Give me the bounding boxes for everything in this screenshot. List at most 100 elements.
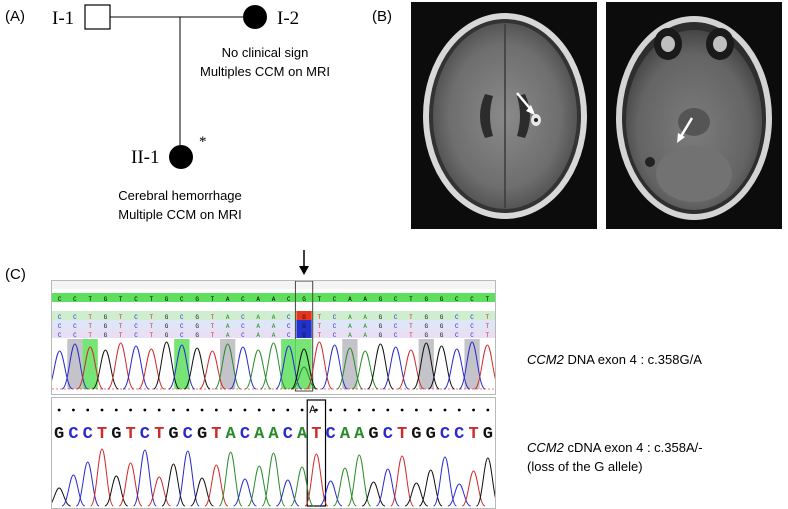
cdna-base-call: A (354, 425, 365, 444)
highlighted-peak-cell (281, 339, 297, 389)
dna-trace-peak (168, 344, 196, 390)
alignment-base: A (348, 323, 352, 330)
individual-i2-label: I-2 (277, 8, 300, 29)
alignment-base: T (409, 332, 413, 339)
quality-dot (243, 408, 247, 412)
alignment-base: T (88, 332, 92, 339)
cdna-trace-peak (375, 468, 400, 507)
quality-dot (300, 408, 304, 412)
alignment-base: G (440, 332, 444, 339)
alignment-base: C (394, 323, 398, 330)
alignment-base: A (272, 323, 276, 330)
alignment-base: A (272, 314, 276, 321)
alignment-base: C (58, 314, 62, 321)
quality-dot (172, 408, 175, 412)
alignment-base: T (486, 323, 490, 330)
quality-dot (443, 408, 447, 412)
cdna-trace-peak (132, 449, 157, 507)
highlighted-peak-cell (82, 339, 98, 389)
alignment-base: C (455, 332, 459, 339)
dna-trace-peak (443, 348, 471, 390)
panel-a-label: (A) (5, 8, 25, 25)
alignment-base: T (211, 323, 215, 330)
dna-trace-peak (382, 346, 410, 390)
cdna-trace-peak (161, 463, 186, 507)
base-call-label: A (309, 405, 316, 417)
alignment-base: G (424, 332, 428, 339)
alignment-base: A (363, 323, 367, 330)
dna-trace-peak (92, 349, 119, 390)
highlighted-peak-cell (174, 339, 190, 389)
cdna-variant-text: cDNA exon 4 : c.358A/- (563, 440, 703, 455)
reference-base: A (226, 296, 230, 303)
dna-trace-peak (336, 347, 364, 390)
cdna-base-call: C (183, 425, 193, 444)
reference-base: C (455, 296, 459, 303)
cdna-mutation-box (306, 399, 327, 507)
male-unaffected-symbol (84, 4, 111, 30)
cdna-trace-peak (61, 474, 86, 507)
ii1-note-line2: Multiple CCM on MRI (118, 207, 242, 222)
cdna-base-call: A (268, 425, 279, 444)
reference-base: C (73, 296, 77, 303)
pedigree-chart (84, 4, 267, 169)
alignment-base: T (119, 323, 123, 330)
cdna-trace-peak (218, 451, 243, 507)
ii1-note-line1: Cerebral hemorrhage (118, 188, 242, 203)
alignment-base: G (302, 314, 306, 321)
cdna-base-call: C (140, 425, 150, 444)
cdna-base-call: C (326, 425, 336, 444)
mri-axial-image-2-svg (606, 2, 782, 229)
cdna-trace-peak (418, 469, 443, 507)
alignment-base: G (379, 323, 383, 330)
dna-heterozygous-peak (291, 366, 317, 390)
alignment-base: T (486, 332, 490, 339)
reference-base: A (363, 296, 367, 303)
alignment-base: C (241, 314, 245, 321)
dna-trace-peak (199, 350, 226, 390)
reference-sequence-bar (52, 293, 495, 302)
highlighted-peak-cell (464, 339, 480, 389)
alignment-base: C (287, 332, 291, 339)
cdna-trace-peak (447, 483, 471, 507)
alignment-base: G (165, 314, 169, 321)
cdna-allele-note: (loss of the G allele) (527, 459, 643, 474)
alignment-base: C (180, 314, 184, 321)
dna-caption: CCM2 DNA exon 4 : c.358G/A (527, 350, 702, 369)
alignment-base: A (226, 323, 230, 330)
individual-i1-label: I-1 (52, 8, 75, 29)
alignment-base: T (211, 314, 215, 321)
proband-asterisk: * (199, 134, 207, 150)
dna-trace-peak (290, 348, 318, 390)
alignment-base: T (409, 314, 413, 321)
quality-dot (357, 408, 361, 412)
alignment-base: T (318, 323, 322, 330)
cdna-trace-peak (304, 453, 329, 507)
alignment-base: T (318, 314, 322, 321)
panel-b-label: (B) (372, 8, 392, 25)
reference-base: G (302, 296, 306, 303)
cdna-base-call: A (226, 425, 237, 444)
reference-base: C (134, 296, 138, 303)
female-affected-symbol (243, 5, 267, 29)
dna-trace-peak (229, 346, 257, 390)
dna-trace-peak (52, 350, 73, 390)
alignment-base: C (394, 314, 398, 321)
dna-trace-peak (260, 342, 287, 390)
reference-base: T (318, 296, 322, 303)
alignment-base: T (486, 314, 490, 321)
alignment-base: G (302, 323, 306, 330)
alignment-base: G (195, 323, 199, 330)
i2-phenotype-note: No clinical sign Multiples CCM on MRI (165, 43, 365, 81)
quality-dot (86, 408, 90, 412)
mutation-position-arrow (299, 250, 309, 275)
quality-dot (229, 408, 233, 412)
reference-base: G (165, 296, 169, 303)
alignment-base: T (149, 332, 153, 339)
reference-base: G (379, 296, 383, 303)
quality-dot (214, 408, 218, 412)
quality-dot (314, 408, 318, 412)
alignment-base: G (440, 314, 444, 321)
alignment-base: C (333, 332, 337, 339)
i2-note-line1: No clinical sign (221, 45, 309, 60)
